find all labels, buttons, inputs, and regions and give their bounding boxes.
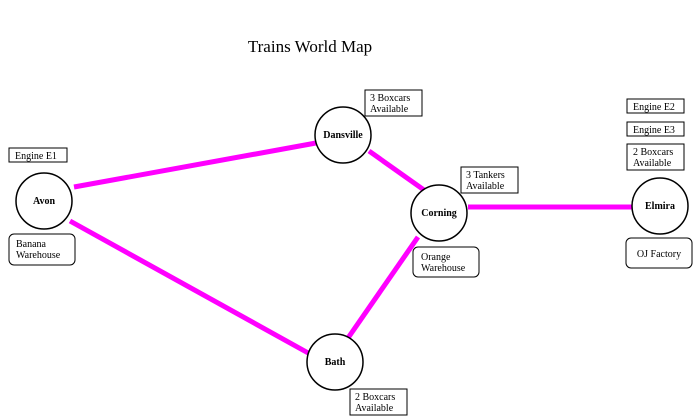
tracks — [68, 140, 632, 357]
facility-corning-line-2: Warehouse — [421, 263, 466, 274]
cargo-corning-rect — [460, 166, 519, 194]
engine-e3-box[interactable]: Engine E3 — [626, 121, 685, 137]
facility-corning-line-1: Orange — [421, 252, 451, 263]
cargo-corning-box: 3 Tankers Available — [460, 166, 519, 194]
cargo-corning-line-2: Available — [466, 181, 505, 192]
facility-avon-box: Banana Warehouse — [8, 233, 76, 266]
cargo-dansville-line-1: 3 Boxcars — [370, 93, 410, 104]
city-corning[interactable]: Corning — [410, 184, 468, 242]
cargo-elmira-line-2: Available — [633, 158, 672, 169]
engine-e2-label: Engine E2 — [633, 102, 675, 113]
facility-elmira-label: OJ Factory — [637, 249, 681, 260]
city-bath[interactable]: Bath — [306, 333, 364, 391]
facility-elmira-box: OJ Factory — [625, 237, 693, 269]
cargo-bath-line-2: Available — [355, 403, 394, 414]
cargo-dansville-rect — [364, 89, 423, 117]
cargo-dansville-box: 3 Boxcars Available — [364, 89, 423, 117]
city-bath-label: Bath — [325, 357, 346, 368]
track-bath-corning — [345, 235, 421, 340]
facility-elmira-rect — [625, 237, 693, 269]
city-elmira-circle — [631, 177, 689, 235]
map-title: Trains World Map — [248, 37, 372, 56]
city-elmira-label: Elmira — [645, 201, 675, 212]
cargo-corning-line-1: 3 Tankers — [466, 170, 505, 181]
city-dansville-label: Dansville — [323, 130, 363, 141]
facility-avon-rect — [8, 233, 76, 266]
engine-e1-box[interactable]: Engine E1 — [8, 147, 68, 163]
city-dansville-circle — [314, 106, 372, 164]
engine-e1-label: Engine E1 — [15, 151, 57, 162]
engine-e3-label: Engine E3 — [633, 125, 675, 136]
cargo-bath-box: 2 Boxcars Available — [349, 388, 408, 416]
cargo-elmira-rect — [626, 143, 685, 171]
track-avon-dansville — [73, 140, 317, 190]
city-elmira[interactable]: Elmira — [631, 177, 689, 235]
city-bath-circle — [306, 333, 364, 391]
city-avon-label: Avon — [33, 196, 55, 207]
engine-e1-rect — [8, 147, 68, 163]
engine-e2-box[interactable]: Engine E2 — [626, 98, 685, 114]
track-avon-bath — [68, 218, 312, 357]
city-corning-circle — [410, 184, 468, 242]
facility-avon-line-2: Warehouse — [16, 250, 61, 261]
city-avon-circle — [15, 172, 73, 230]
facility-corning-box: Orange Warehouse — [412, 246, 480, 278]
engine-e3-rect — [626, 121, 685, 137]
facility-corning-rect — [412, 246, 480, 278]
city-dansville[interactable]: Dansville — [314, 106, 372, 164]
cargo-bath-rect — [349, 388, 408, 416]
track-dansville-corning — [367, 148, 426, 193]
facility-avon-line-1: Banana — [16, 239, 47, 250]
city-avon[interactable]: Avon — [15, 172, 73, 230]
city-corning-label: Corning — [421, 208, 457, 219]
cargo-bath-line-1: 2 Boxcars — [355, 392, 395, 403]
cargo-elmira-line-1: 2 Boxcars — [633, 147, 673, 158]
cargo-elmira-box: 2 Boxcars Available — [626, 143, 685, 171]
engine-e2-rect — [626, 98, 685, 114]
cargo-dansville-line-2: Available — [370, 104, 409, 115]
